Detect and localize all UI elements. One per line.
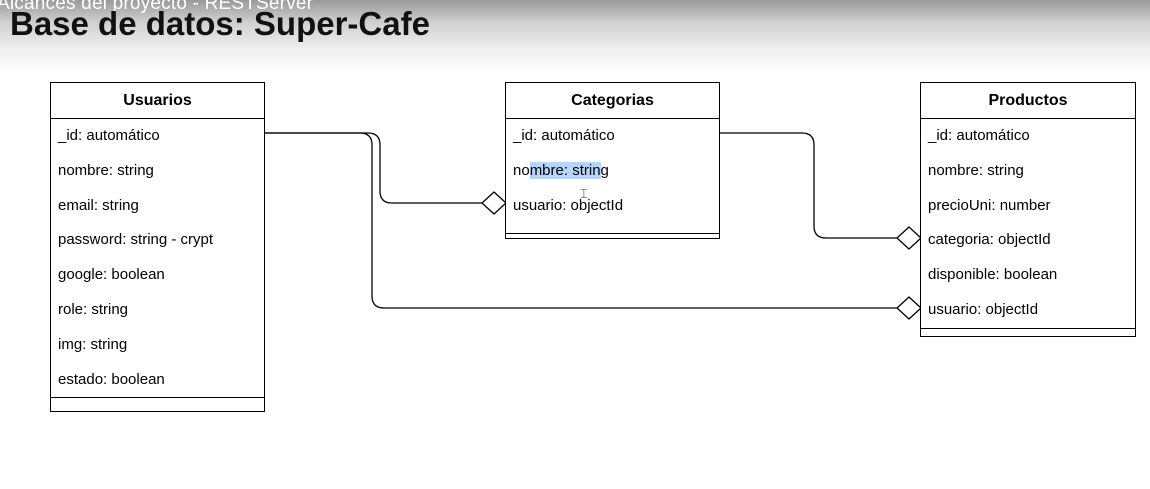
entity-footer (506, 233, 719, 244)
field-email: email: string (58, 196, 139, 214)
entity-title: Categorias (506, 83, 719, 119)
field-google: google: boolean (58, 266, 165, 284)
entity-title: Productos (921, 83, 1135, 119)
entity-categorias[interactable]: Categorias _id: automático nombre: strin… (505, 82, 720, 239)
field-id: _id: automático (513, 127, 615, 144)
entity-usuarios[interactable]: Usuarios _id: automático nombre: string … (50, 82, 265, 412)
text-selection: mbre: strin (529, 161, 601, 179)
text-cursor-icon: ⌶ (580, 187, 588, 202)
field-disponible: disponible: boolean (928, 266, 1058, 284)
relation-usuarios-productos (265, 132, 897, 309)
field-img: img: string (58, 335, 128, 353)
field-categoria: categoria: objectId (928, 231, 1051, 249)
entity-footer (921, 327, 1135, 339)
field-preciouni: precioUni: number (928, 196, 1051, 214)
field-password: password: string - crypt (58, 231, 214, 249)
aggregation-diamond-productos-categoria (896, 226, 922, 250)
entity-productos[interactable]: Productos _id: automático nombre: string… (920, 82, 1136, 337)
relation-categorias-productos (720, 132, 897, 239)
field-usuario: usuario: objectId (928, 300, 1039, 318)
field-usuario: usuario: objectId (513, 196, 624, 214)
header-background (0, 0, 1150, 75)
field-role: role: string (58, 300, 129, 318)
aggregation-diamond-categorias-usuario (481, 191, 507, 215)
field-nombre: nombre: string (58, 161, 154, 179)
field-id: _id: automático (58, 127, 160, 144)
aggregation-diamond-productos-usuario (896, 296, 922, 320)
entity-title: Usuarios (51, 83, 264, 119)
field-estado: estado: boolean (58, 370, 165, 388)
text-after-selection: g (600, 161, 609, 179)
field-nombre[interactable]: nombre: string (506, 154, 719, 189)
entity-footer (51, 397, 264, 408)
relation-usuarios-categorias (265, 132, 482, 204)
text-before-selection: no (513, 161, 530, 179)
field-nombre: nombre: string (928, 161, 1024, 179)
page-title: Base de datos: Super-Cafe (10, 5, 430, 42)
breadcrumb: Alcances del proyecto - RESTServer (0, 0, 314, 14)
field-id: _id: automático (928, 127, 1030, 144)
